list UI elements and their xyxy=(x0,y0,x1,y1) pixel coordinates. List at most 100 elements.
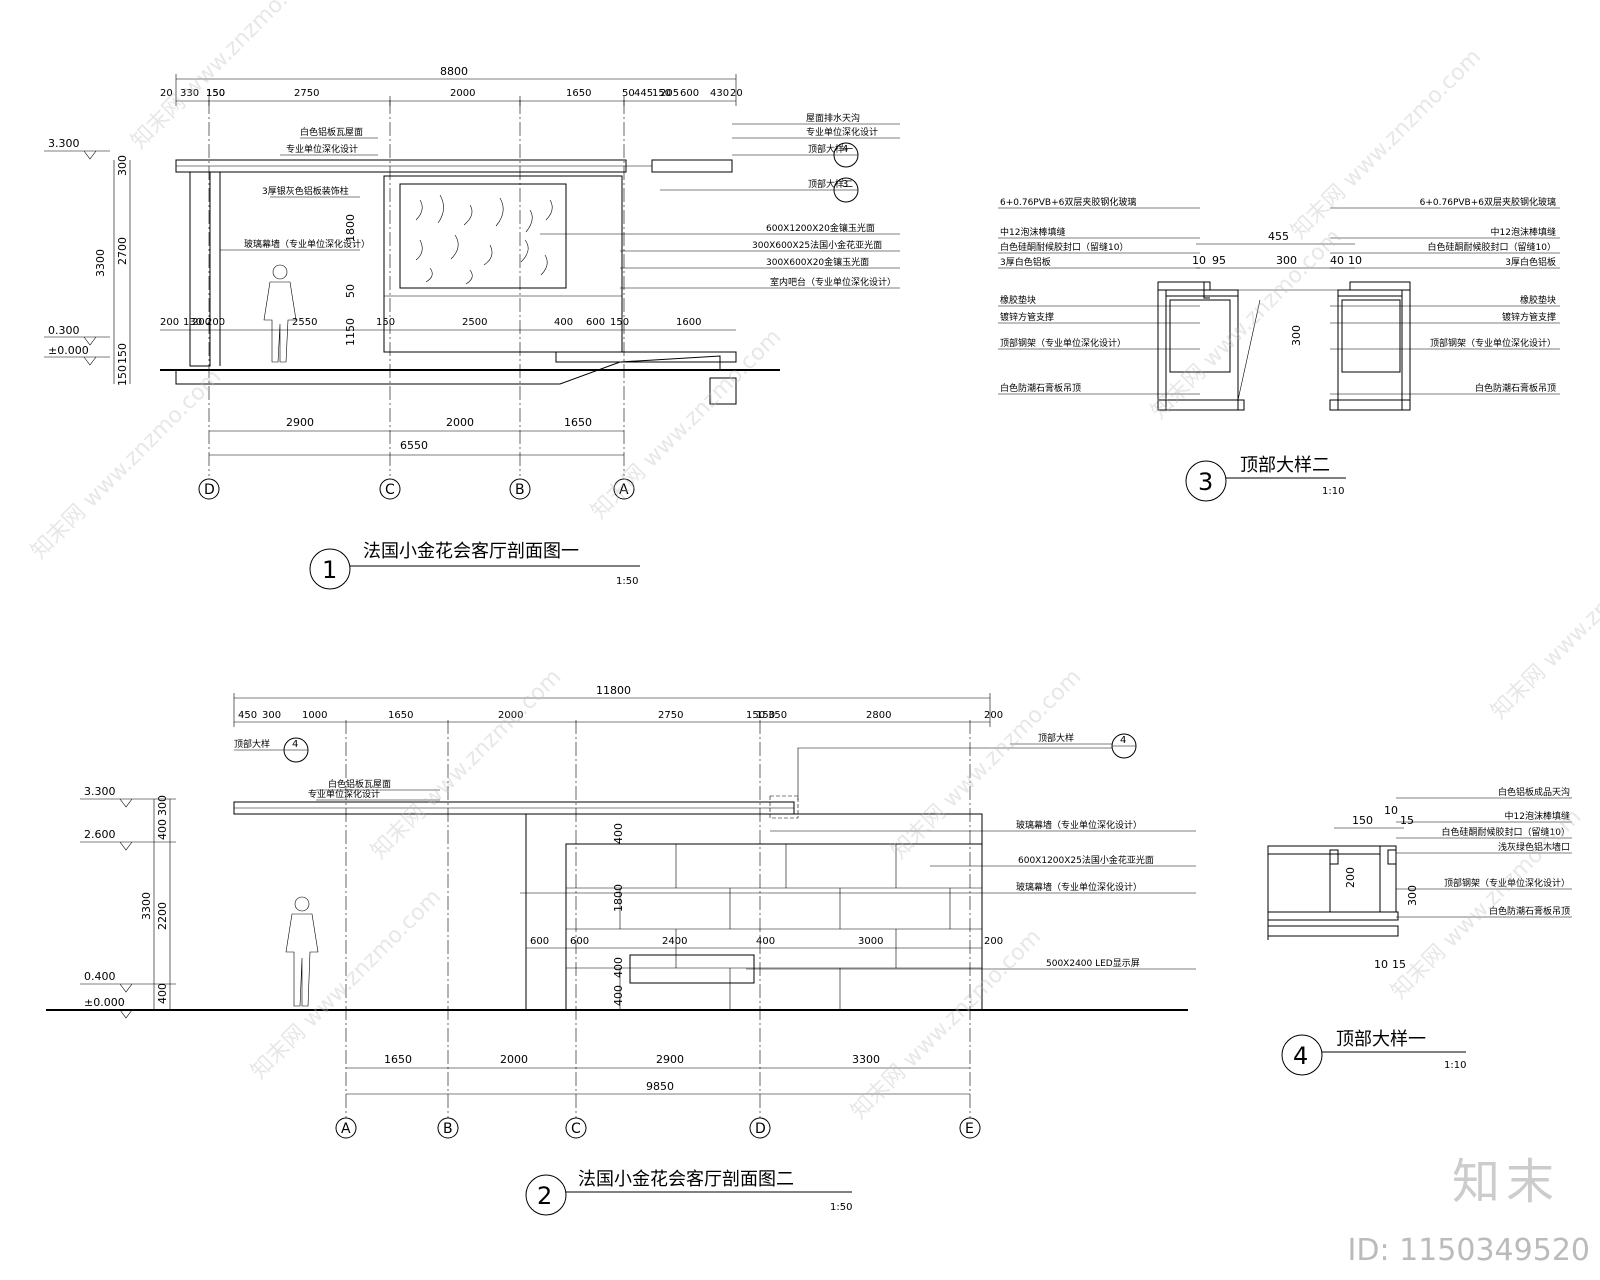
s2-dim-bot: 3300 xyxy=(852,1053,880,1066)
s1-dim-top: 150 xyxy=(206,88,225,99)
s2-detail-box xyxy=(769,795,799,819)
annotation-label: 顶部钢架（专业单位深化设计） xyxy=(1000,337,1126,349)
s2-level-2: 2.600 xyxy=(84,828,116,841)
annotation-label: 屋面排水天沟 xyxy=(806,112,860,124)
grid-label: B xyxy=(443,1121,453,1137)
s3-scale: 1:10 xyxy=(1322,486,1344,497)
s2-ivdim-400c: 400 xyxy=(612,985,625,1006)
s1-title: 法国小金花会客厅剖面图一 xyxy=(363,541,579,562)
grid-bubble xyxy=(509,478,531,500)
s1-scale: 1:50 xyxy=(616,576,638,587)
s2-callout-right-text: 4 xyxy=(1120,735,1126,746)
s1-dim-mid: 400 xyxy=(554,317,573,328)
s4-dim-10: 10 xyxy=(1384,804,1398,817)
s4-dim-150: 150 xyxy=(1352,814,1373,827)
grid-label: B xyxy=(515,482,525,498)
s2-level-3: 0.400 xyxy=(84,970,116,983)
annotation-label: 白色防潮石膏板吊顶 xyxy=(1000,382,1081,394)
s2-dim-top: 2750 xyxy=(658,710,683,721)
annotation-label: 玻璃幕墙（专业单位深化设计） xyxy=(244,238,370,250)
annotation-label: 600X1200X25法国小金花亚光面 xyxy=(1018,854,1154,866)
s4-title: 顶部大样一 xyxy=(1336,1029,1426,1050)
s2-dim-top: 2000 xyxy=(498,710,523,721)
watermark-text: 知末网 www.znzmo.com xyxy=(367,664,567,864)
s2-dim-top: 2800 xyxy=(866,710,891,721)
annotation-label: 3厚银灰色铝板装饰柱 xyxy=(262,185,349,197)
s1-title-bubble xyxy=(309,548,351,590)
s1-dim-mid: 150 xyxy=(376,317,395,328)
annotation-label: 顶部钢架（专业单位深化设计） xyxy=(1430,337,1556,349)
s4-scale: 1:10 xyxy=(1444,1060,1466,1071)
s1-title-num: 1 xyxy=(322,556,337,584)
s1-dim-mid: 2500 xyxy=(462,317,487,328)
s1-vdim-2700: 2700 xyxy=(116,237,129,265)
s1-dim-top: 2750 xyxy=(294,88,319,99)
s3-title-bubble xyxy=(1185,460,1227,502)
annotation-label: 顶部钢架（专业单位深化设计） xyxy=(1444,877,1570,889)
s1-vdim-150a: 150 xyxy=(116,343,129,364)
s2-dim-top: 150 xyxy=(746,710,765,721)
s1-dim-mid: 2550 xyxy=(292,317,317,328)
watermark-text: 知末网 www.znzmo.com xyxy=(1147,224,1347,424)
s3-left-labels: 6+0.76PVB+6双层夹胶钢化玻璃中12泡沫棒填缝白色硅酮耐候胶封口（留缝1… xyxy=(998,196,1200,395)
annotation-label: 6+0.76PVB+6双层夹胶钢化玻璃 xyxy=(1420,196,1556,208)
annotation-label: 玻璃幕墙（专业单位深化设计） xyxy=(1016,881,1142,893)
s1-dim-bot: 1650 xyxy=(564,416,592,429)
s1-dim-mid: 600 xyxy=(586,317,605,328)
s3-dim-10a: 10 xyxy=(1192,254,1206,267)
s3-detail-left xyxy=(1157,281,1245,411)
grid-label: C xyxy=(571,1121,581,1137)
grid-bubble xyxy=(613,478,635,500)
s2-ivdim-400: 400 xyxy=(612,823,625,844)
s1-total-top: 8800 xyxy=(440,65,468,78)
annotation-label: 300X600X20金镶玉光面 xyxy=(766,256,869,268)
annotation-label: 专业单位深化设计 xyxy=(308,788,380,800)
s4-dim-15: 15 xyxy=(1400,814,1414,827)
s2-led-screen xyxy=(629,954,755,984)
s2-title-num: 2 xyxy=(537,1182,552,1210)
s1-ivdim-1150: 1150 xyxy=(344,318,357,346)
grid-label: A xyxy=(341,1121,351,1137)
s3-dim-40: 40 xyxy=(1330,254,1344,267)
s1-dim-top: 600 xyxy=(680,88,699,99)
s1-dim-mid: 1600 xyxy=(676,317,701,328)
s2-person-figure xyxy=(285,896,319,1007)
s1-step xyxy=(555,351,737,363)
grid-label: D xyxy=(204,482,215,498)
section-3: 6+0.76PVB+6双层夹胶钢化玻璃中12泡沫棒填缝白色硅酮耐候胶封口（留缝1… xyxy=(998,196,1560,502)
annotation-label: 橡胶垫块 xyxy=(1000,294,1036,306)
annotation-label: 玻璃幕墙（专业单位深化设计） xyxy=(1016,819,1142,831)
grid-bubble xyxy=(749,1117,771,1139)
s2-dim-top: 200 xyxy=(984,710,1003,721)
s2-dim-mid: 600 xyxy=(570,936,589,947)
annotation-label: 中12泡沫棒填缝 xyxy=(1491,226,1556,238)
s1-ivdim-50: 50 xyxy=(344,284,357,298)
s2-dim-mid: 2400 xyxy=(662,936,687,947)
s1-vdim-300: 300 xyxy=(116,155,129,176)
s1-dim-top: 50 xyxy=(622,88,635,99)
s1-dim-mid: 130 xyxy=(183,317,202,328)
s2-total-top: 11800 xyxy=(596,684,631,697)
s1-stone-panel xyxy=(399,183,567,289)
s2-dim-mid: 3000 xyxy=(858,936,883,947)
grid-label: C xyxy=(385,482,395,498)
s2-dim-mid: 200 xyxy=(984,936,1003,947)
annotation-label: 中12泡沫棒填缝 xyxy=(1000,226,1065,238)
s2-dim-bot: 2000 xyxy=(500,1053,528,1066)
s2-vdim-2200: 2200 xyxy=(156,902,169,930)
s1-dim-top: 445 xyxy=(634,88,653,99)
s4-title-bubble xyxy=(1281,1034,1323,1076)
s2-dim-bot: 1650 xyxy=(384,1053,412,1066)
annotation-label: 顶部大样二 xyxy=(808,178,853,190)
annotation-label: 浅灰绿色铝木墙口 xyxy=(1498,841,1570,853)
grid-bubble xyxy=(379,478,401,500)
s1-dim-bot: 2900 xyxy=(286,416,314,429)
s1-vdim-150b: 150 xyxy=(116,365,129,386)
s3-title: 顶部大样二 xyxy=(1240,455,1330,476)
s2-vdim-400: 400 xyxy=(156,819,169,840)
